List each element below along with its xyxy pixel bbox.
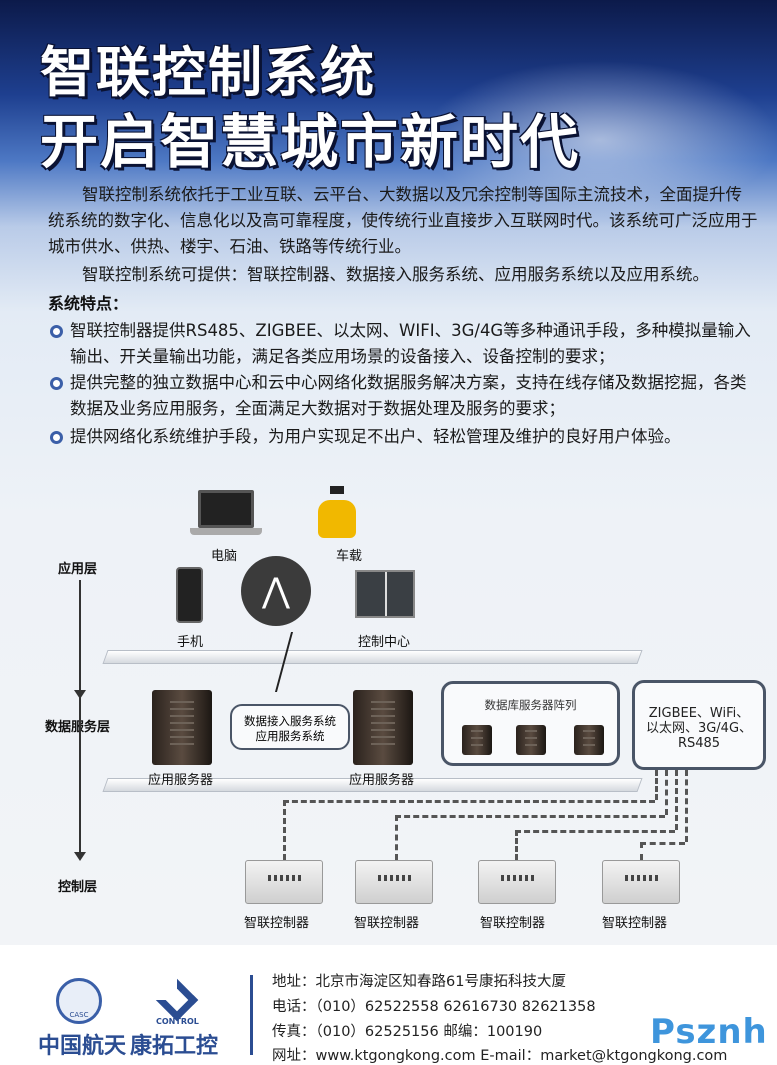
phone-icon	[176, 567, 203, 623]
connection-line	[675, 770, 678, 830]
db-server-icon	[516, 725, 546, 755]
feature-item: 提供网络化系统维护手段，为用户实现足不出户、轻松管理及维护的良好用户体验。	[48, 424, 758, 450]
controller-label: 智联控制器	[244, 916, 310, 931]
controller-device-icon	[602, 860, 680, 904]
controller-label: 智联控制器	[602, 916, 668, 931]
intro-paragraph-2: 智联控制系统可提供：智联控制器、数据接入服务系统、应用服务系统以及应用系统。	[82, 265, 709, 284]
flow-arrow-line	[79, 580, 81, 855]
phone-label: 手机	[177, 635, 204, 650]
feature-text: 提供网络化系统维护手段，为用户实现足不出户、轻松管理及维护的良好用户体验。	[70, 427, 681, 446]
computer-label: 电脑	[211, 549, 238, 564]
watermark: Psznh	[650, 1012, 768, 1052]
bullet-icon	[50, 431, 63, 444]
control-center-label: 控制中心	[358, 635, 411, 650]
connection-line	[395, 815, 665, 818]
comm-protocols-box: ZIGBEE、WiFi、以太网、3G/4G、RS485	[632, 680, 766, 770]
controller-device-icon	[245, 860, 323, 904]
comm-line: 以太网、3G/4G、	[645, 721, 753, 736]
controller-device-icon	[478, 860, 556, 904]
antenna-tower-icon: ⋀	[241, 556, 311, 626]
connection-line	[655, 770, 658, 800]
feature-text: 智联控制器提供RS485、ZIGBEE、以太网、WIFI、3G/4G等多种通讯手…	[70, 321, 751, 366]
intro-paragraph-1: 智联控制系统依托于工业互联、云平台、大数据以及冗余控制等国际主流技术，全面提升传…	[48, 185, 758, 256]
connection-line	[515, 830, 675, 833]
connection-line	[395, 815, 398, 860]
casc-logo: CASC	[56, 978, 102, 1024]
service-system-box: 数据接入服务系统应用服务系统	[230, 704, 350, 750]
server-icon	[353, 690, 413, 765]
controller-device-icon	[355, 860, 433, 904]
casc-name: 中国航天	[38, 1034, 127, 1059]
car-label: 车载	[336, 549, 363, 564]
title-line-1: 智联控制系统	[40, 41, 376, 104]
arrow-head-icon	[74, 690, 86, 705]
connection-line	[283, 800, 286, 860]
server-icon	[152, 690, 212, 765]
connection-line	[640, 842, 685, 845]
arrow-head-icon	[74, 852, 86, 867]
bullet-icon	[50, 377, 63, 390]
features-heading: 系统特点：	[48, 294, 129, 313]
connection-line	[685, 770, 688, 842]
comm-line: ZIGBEE、WiFi、	[648, 706, 750, 721]
company-name: 康拓工控	[130, 1034, 219, 1059]
monitor-wall-icon	[355, 570, 415, 618]
feature-text: 提供完整的独立数据中心和云中心网络化数据服务解决方案，支持在线存储及数据挖掘，各…	[70, 373, 747, 418]
fax: 传真：（010）62525156 邮编：100190	[272, 1024, 543, 1040]
control-badge: CONTROL	[156, 1017, 199, 1026]
controller-label: 智联控制器	[354, 916, 420, 931]
light-glow	[420, 60, 777, 220]
feature-item: 智联控制器提供RS485、ZIGBEE、以太网、WIFI、3G/4G等多种通讯手…	[48, 318, 758, 370]
bullet-icon	[50, 325, 63, 338]
phone: 电话：（010）62522558 62616730 82621358	[272, 999, 596, 1015]
taxi-sign-icon	[330, 486, 344, 494]
service-box-line: 应用服务系统	[255, 729, 325, 743]
taxi-icon	[318, 500, 356, 538]
laptop-icon	[198, 490, 254, 528]
app-server-label: 应用服务器	[349, 773, 415, 788]
laptop-base-icon	[190, 528, 262, 535]
connection-line	[515, 830, 518, 860]
app-server-label: 应用服务器	[148, 773, 214, 788]
db-server-icon	[574, 725, 604, 755]
address: 地址：北京市海淀区知春路61号康拓科技大厦	[272, 974, 566, 990]
service-box-line: 数据接入服务系统	[244, 714, 336, 728]
db-server-icon	[462, 725, 492, 755]
layer-label-app: 应用层	[58, 562, 98, 577]
db-array-label: 数据库服务器阵列	[484, 698, 577, 712]
connection-line	[665, 770, 668, 815]
title-line-2: 开启智慧城市新时代	[40, 108, 581, 176]
connection-line	[640, 842, 643, 860]
footer-divider	[250, 975, 253, 1055]
controller-label: 智联控制器	[480, 916, 546, 931]
app-layer-platform	[102, 650, 643, 664]
connection-line	[283, 800, 655, 803]
website[interactable]: 网址：www.ktgongkong.com E-mail：market@ktgo…	[272, 1048, 728, 1064]
control-logo-icon	[155, 978, 199, 1022]
comm-line: RS485	[677, 736, 721, 751]
layer-label-data: 数据服务层	[45, 720, 111, 735]
layer-label-control: 控制层	[58, 880, 98, 895]
casc-badge: CASC	[69, 1011, 89, 1019]
feature-item: 提供完整的独立数据中心和云中心网络化数据服务解决方案，支持在线存储及数据挖掘，各…	[48, 370, 758, 422]
